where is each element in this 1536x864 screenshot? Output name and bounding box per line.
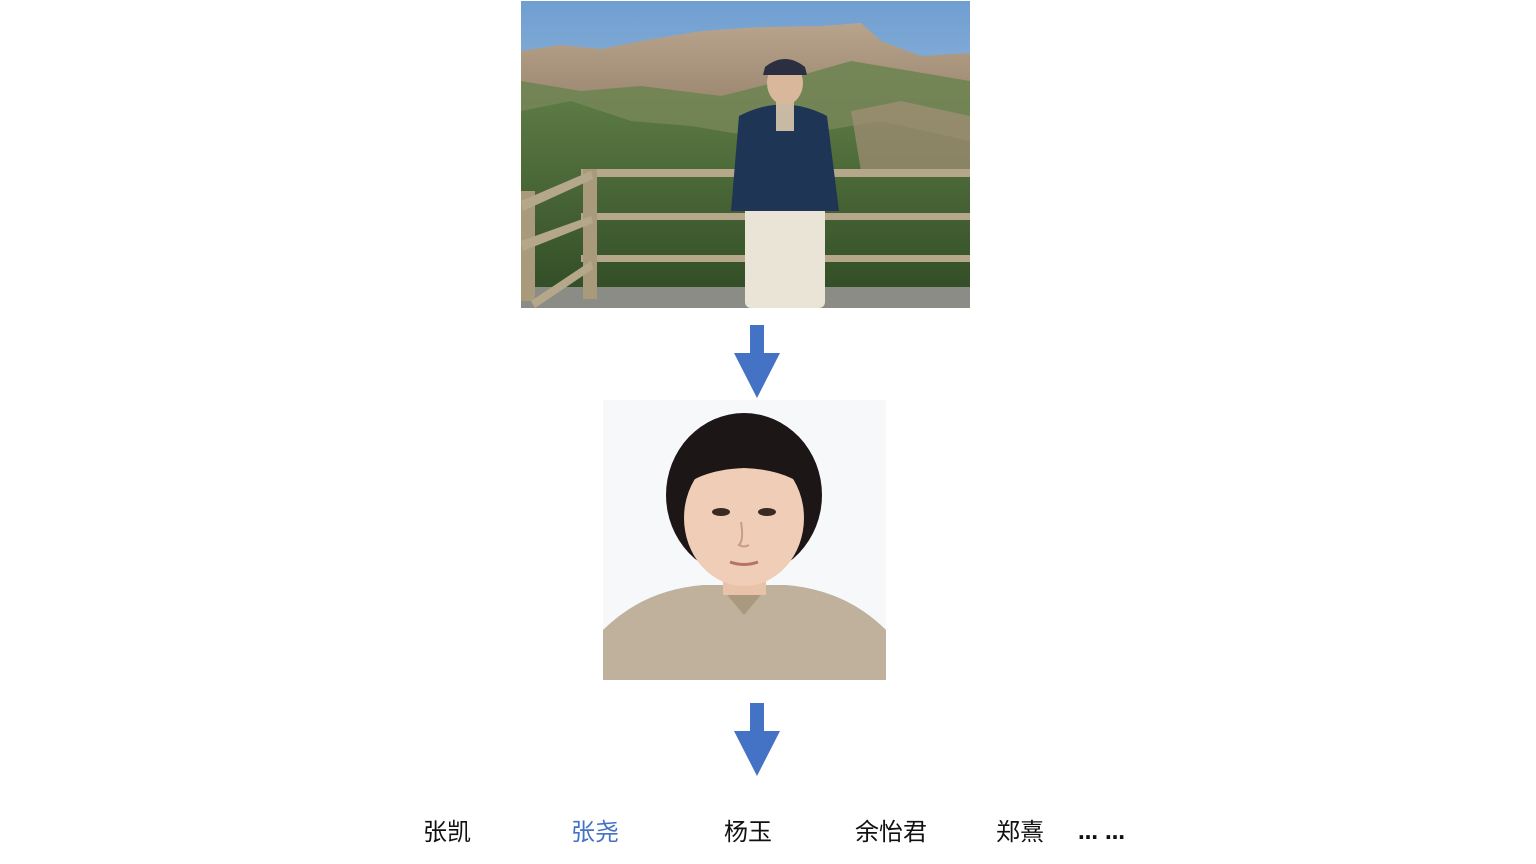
name-label-highlighted: 张尧 xyxy=(571,818,619,846)
ellipsis-label: … … xyxy=(1078,820,1125,844)
name-label: 余怡君 xyxy=(855,818,927,846)
down-arrow-icon xyxy=(733,325,781,399)
photo-woman-portrait xyxy=(603,400,886,680)
down-arrow-icon xyxy=(733,703,781,777)
name-label: 杨玉 xyxy=(724,818,772,846)
photo-man-at-mountain xyxy=(521,1,970,308)
name-label: 郑熹 xyxy=(996,818,1044,846)
name-label: 张凯 xyxy=(423,818,471,846)
